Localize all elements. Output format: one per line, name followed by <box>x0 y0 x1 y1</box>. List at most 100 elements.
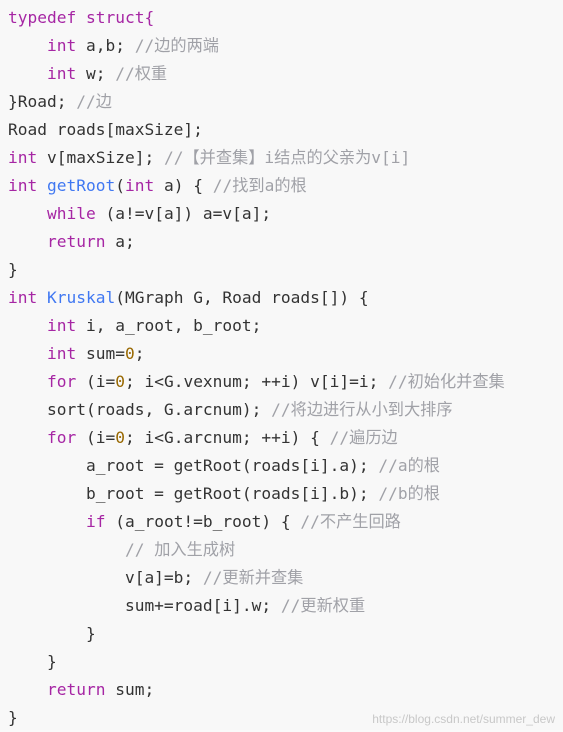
code-token: // 加入生成树 <box>124 540 236 559</box>
code-token: ; i<G.arcnum; ++i) { <box>124 428 330 447</box>
code-line: sort(roads, G.arcnum); //将边进行从小到大排序 <box>8 396 563 424</box>
code-token <box>8 204 47 223</box>
code-line: int v[maxSize]; //【并查集】i结点的父亲为v[i] <box>8 144 563 172</box>
code-token: //【并查集】i结点的父亲为v[i] <box>163 148 411 167</box>
code-line: return sum; <box>8 676 563 704</box>
code-line: int Kruskal(MGraph G, Road roads[]) { <box>8 284 563 312</box>
code-token: a; <box>105 232 135 251</box>
code-line: } <box>8 648 563 676</box>
code-token: int <box>46 344 77 363</box>
code-token: for <box>46 428 77 447</box>
code-line: int i, a_root, b_root; <box>8 312 563 340</box>
code-token: while <box>46 204 96 223</box>
code-token: 0 <box>115 428 125 447</box>
code-token <box>37 288 47 307</box>
code-token: sum= <box>76 344 125 363</box>
code-line: typedef struct{ <box>8 4 563 32</box>
code-token: sum; <box>105 680 155 699</box>
code-token: //找到a的根 <box>212 176 307 195</box>
code-token <box>8 64 47 83</box>
code-token: } <box>8 260 18 279</box>
code-token: } <box>8 708 18 727</box>
code-token: v[a]=b; <box>8 568 203 587</box>
code-token: getRoot <box>47 176 116 195</box>
code-token: int <box>46 316 77 335</box>
code-token: //初始化并查集 <box>388 372 505 391</box>
code-line: b_root = getRoot(roads[i].b); //b的根 <box>8 480 563 508</box>
code-token: typedef struct{ <box>8 8 155 27</box>
code-token: //更新并查集 <box>202 568 304 587</box>
code-token: for <box>46 372 77 391</box>
code-token: return <box>46 680 106 699</box>
code-token: Kruskal <box>47 288 116 307</box>
code-token: //遍历边 <box>329 428 398 447</box>
code-token: sum+=road[i].w; <box>8 596 281 615</box>
code-line: int sum=0; <box>8 340 563 368</box>
code-token: (i= <box>76 372 116 391</box>
code-token: int <box>8 288 38 307</box>
code-token <box>8 36 47 55</box>
code-token: //边 <box>76 92 112 111</box>
watermark: https://blog.csdn.net/summer_dew <box>372 712 555 726</box>
code-token: //更新权重 <box>280 596 366 615</box>
code-token: ; <box>134 344 145 363</box>
code-line: int a,b; //边的两端 <box>8 32 563 60</box>
code-token: int <box>46 64 77 83</box>
code-token <box>8 316 47 335</box>
code-token <box>8 512 86 531</box>
code-token: } <box>8 624 96 643</box>
code-line: // 加入生成树 <box>8 536 563 564</box>
code-token: (a!=v[a]) a=v[a]; <box>95 204 272 223</box>
code-token: //边的两端 <box>134 36 219 55</box>
code-line: int getRoot(int a) { //找到a的根 <box>8 172 563 200</box>
code-token: //权重 <box>115 64 168 83</box>
code-token: //将边进行从小到大排序 <box>271 400 453 419</box>
code-line: for (i=0; i<G.arcnum; ++i) { //遍历边 <box>8 424 563 452</box>
code-token: (MGraph G, Road roads[]) { <box>115 288 369 307</box>
code-token: a) { <box>154 176 213 195</box>
code-line: int w; //权重 <box>8 60 563 88</box>
code-token: ( <box>115 176 125 195</box>
code-line: if (a_root!=b_root) { //不产生回路 <box>8 508 563 536</box>
code-token <box>8 428 47 447</box>
code-token: if <box>85 512 106 531</box>
code-line: a_root = getRoot(roads[i].a); //a的根 <box>8 452 563 480</box>
code-token: 0 <box>115 372 125 391</box>
code-line: return a; <box>8 228 563 256</box>
code-token <box>8 540 125 559</box>
code-token: Road roads[maxSize]; <box>8 120 203 139</box>
code-token <box>8 232 47 251</box>
code-token: w; <box>76 64 116 83</box>
code-token: b_root = getRoot(roads[i].b); <box>8 484 379 503</box>
code-line: for (i=0; i<G.vexnum; ++i) v[i]=i; //初始化… <box>8 368 563 396</box>
code-token: int <box>124 176 155 195</box>
code-token: 0 <box>124 344 135 363</box>
code-token: a,b; <box>76 36 135 55</box>
code-token: int <box>8 176 38 195</box>
code-token: int <box>46 36 77 55</box>
code-token: ; i<G.vexnum; ++i) v[i]=i; <box>124 372 389 391</box>
code-token: //a的根 <box>378 456 440 475</box>
code-line: while (a!=v[a]) a=v[a]; <box>8 200 563 228</box>
code-token: int <box>8 148 38 167</box>
code-token: //b的根 <box>378 484 440 503</box>
code-token <box>37 176 47 195</box>
code-token: }Road; <box>8 92 77 111</box>
code-line: sum+=road[i].w; //更新权重 <box>8 592 563 620</box>
code-line: v[a]=b; //更新并查集 <box>8 564 563 592</box>
code-token: a_root = getRoot(roads[i].a); <box>8 456 379 475</box>
code-token: (i= <box>76 428 116 447</box>
code-token: i, a_root, b_root; <box>76 316 262 335</box>
code-line: Road roads[maxSize]; <box>8 116 563 144</box>
code-token <box>8 344 47 363</box>
code-line: } <box>8 620 563 648</box>
code-token: } <box>8 652 57 671</box>
code-token <box>8 680 47 699</box>
code-token <box>8 372 47 391</box>
code-token: return <box>46 232 106 251</box>
code-line: } <box>8 704 563 732</box>
code-line: }Road; //边 <box>8 88 563 116</box>
code-token: v[maxSize]; <box>37 148 164 167</box>
code-line: } <box>8 256 563 284</box>
